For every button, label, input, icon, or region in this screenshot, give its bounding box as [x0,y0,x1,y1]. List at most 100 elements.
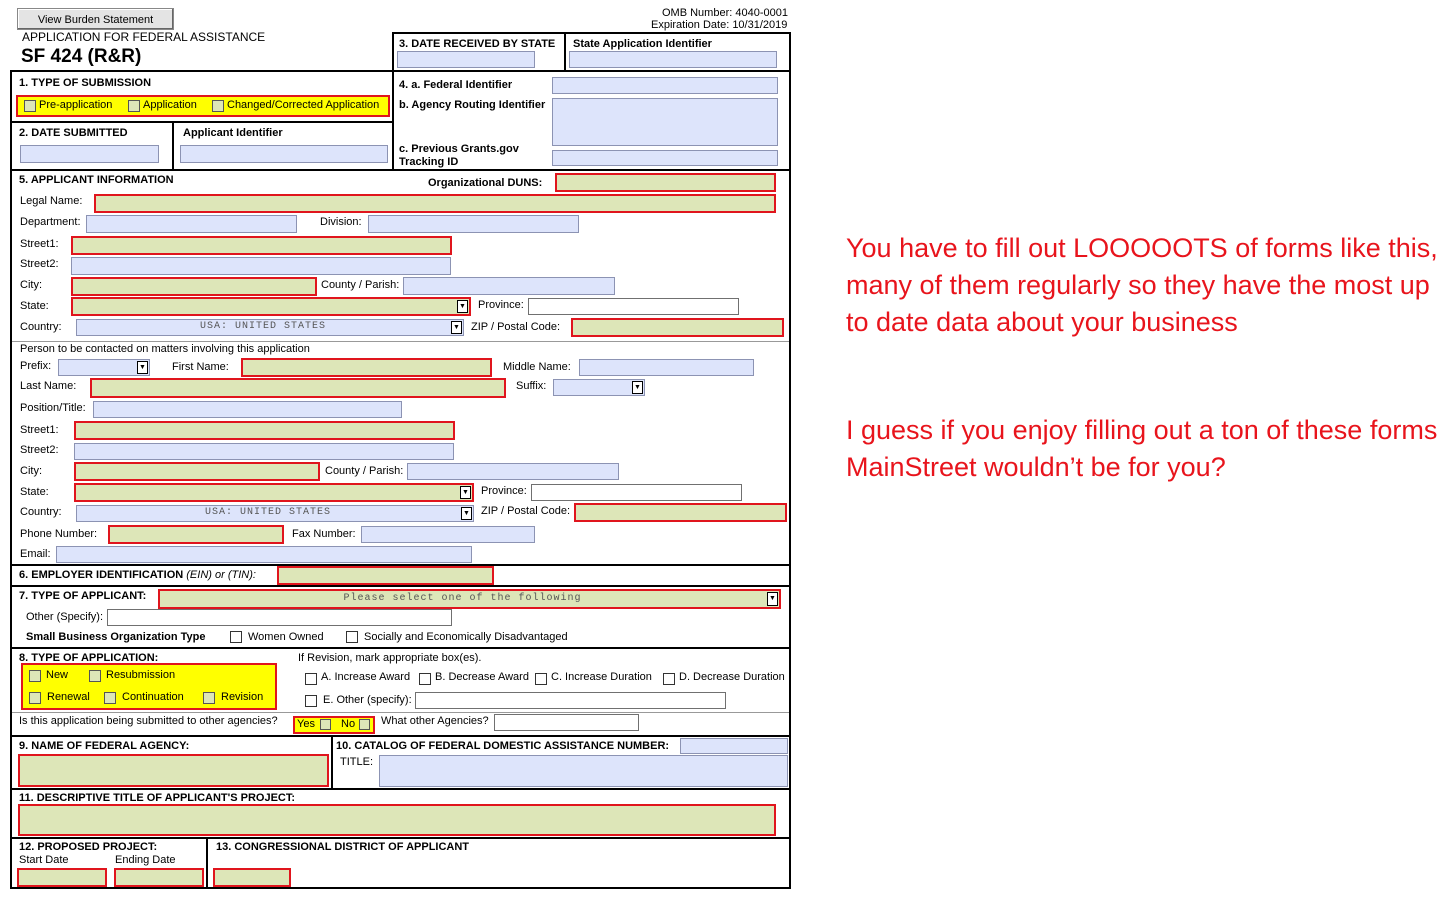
contact-county-field[interactable] [407,463,619,480]
country-dropdown-arrow-icon[interactable]: ▼ [451,321,462,334]
type-of-applicant-select[interactable]: Please select one of the following ▼ [158,589,781,609]
revision-label: Revision [221,691,264,703]
new-checkbox[interactable] [29,670,41,682]
email-field[interactable] [56,546,472,563]
contact-country-select[interactable]: USA: UNITED STATES ▼ [76,505,474,522]
prefix-select[interactable]: ▼ [58,359,150,376]
applicant-information-label: 5. APPLICANT INFORMATION [19,174,174,186]
decrease-award-checkbox[interactable] [419,673,431,685]
city-field[interactable] [71,277,317,296]
street1-label: Street1: [20,238,59,250]
ending-date-field[interactable] [114,868,204,887]
federal-identifier-label: 4. a. Federal Identifier [399,79,513,91]
other-revision-field[interactable] [415,692,726,709]
phone-number-field[interactable] [108,525,284,544]
increase-duration-checkbox[interactable] [535,673,547,685]
increase-award-checkbox[interactable] [305,673,317,685]
contact-state-dropdown-arrow-icon[interactable]: ▼ [460,486,471,499]
contact-county-label: County / Parish: [325,465,404,477]
contact-heading: Person to be contacted on matters involv… [20,343,310,355]
start-date-field[interactable] [17,868,107,887]
suffix-dropdown-arrow-icon[interactable]: ▼ [632,381,643,394]
applicant-identifier-field[interactable] [180,145,388,163]
suffix-select[interactable]: ▼ [553,379,645,396]
fax-number-field[interactable] [361,526,535,543]
contact-province-field[interactable] [531,484,742,501]
state-dropdown-arrow-icon[interactable]: ▼ [457,300,468,313]
federal-identifier-field[interactable] [552,77,778,94]
contact-city-label: City: [20,465,42,477]
ein-field[interactable] [277,566,494,585]
applicant-identifier-label: Applicant Identifier [183,127,283,139]
application-checkbox[interactable] [128,100,140,112]
start-date-label: Start Date [19,854,69,866]
city-label: City: [20,279,42,291]
contact-street1-field[interactable] [74,421,455,440]
application-title: APPLICATION FOR FEDERAL ASSISTANCE [22,30,266,44]
yes-radio[interactable] [320,719,331,730]
cfda-number-field[interactable] [680,738,788,754]
first-name-field[interactable] [241,358,492,377]
middle-name-field[interactable] [579,359,754,376]
contact-street2-label: Street2: [20,444,59,456]
state-label: State: [20,300,49,312]
zip-label: ZIP / Postal Code: [471,321,561,333]
county-field[interactable] [403,277,615,295]
prefix-dropdown-arrow-icon[interactable]: ▼ [137,361,148,374]
department-field[interactable] [86,215,297,233]
type-of-applicant-label: 7. TYPE OF APPLICANT: [19,590,147,602]
contact-state-select[interactable]: ▼ [74,483,474,502]
zip-field[interactable] [571,318,784,337]
contact-zip-field[interactable] [574,503,787,522]
no-radio[interactable] [359,719,370,730]
country-select[interactable]: USA: UNITED STATES ▼ [76,319,464,336]
last-name-field[interactable] [90,378,506,398]
other-agencies-question: Is this application being submitted to o… [19,715,278,727]
new-label: New [46,669,69,681]
type-of-applicant-dropdown-arrow-icon[interactable]: ▼ [767,592,778,606]
disadvantaged-checkbox[interactable] [346,631,358,643]
last-name-label: Last Name: [20,380,77,392]
street1-field[interactable] [71,236,452,255]
federal-agency-field[interactable] [18,754,329,787]
women-owned-checkbox[interactable] [230,631,242,643]
pre-application-checkbox[interactable] [24,100,36,112]
contact-country-dropdown-arrow-icon[interactable]: ▼ [461,507,472,520]
division-field[interactable] [368,215,579,233]
street2-field[interactable] [71,257,451,275]
type-of-applicant-placeholder: Please select one of the following [343,593,582,604]
what-other-agencies-field[interactable] [494,714,639,731]
state-application-identifier-label: State Application Identifier [573,38,712,50]
cfda-number-label: 10. CATALOG OF FEDERAL DOMESTIC ASSISTAN… [336,740,670,752]
duns-field[interactable] [555,173,776,192]
resubmission-checkbox[interactable] [89,670,101,682]
decrease-award-label: B. Decrease Award [435,671,529,683]
other-specify-field[interactable] [107,609,452,626]
decrease-duration-checkbox[interactable] [663,673,675,685]
province-field[interactable] [528,298,739,315]
cfda-title-field[interactable] [379,755,788,787]
phone-number-label: Phone Number: [20,528,98,540]
contact-street2-field[interactable] [74,443,454,460]
agency-routing-field[interactable] [552,98,778,146]
street2-label: Street2: [20,258,59,270]
view-burden-statement-button[interactable]: View Burden Statement [17,8,174,30]
previous-grants-label-1: c. Previous Grants.gov [399,143,519,155]
state-application-identifier-field[interactable] [569,51,777,68]
date-submitted-field[interactable] [20,145,159,163]
other-revision-checkbox[interactable] [305,695,317,707]
project-title-field[interactable] [18,804,776,836]
position-title-field[interactable] [93,401,402,418]
yes-label: Yes [297,718,315,730]
previous-grants-field[interactable] [552,150,778,166]
state-select[interactable]: ▼ [71,297,471,316]
continuation-checkbox[interactable] [104,692,116,704]
congressional-district-field[interactable] [213,868,291,887]
contact-city-field[interactable] [74,462,320,481]
date-received-by-state-field[interactable] [397,51,535,68]
increase-award-label: A. Increase Award [321,671,411,683]
revision-checkbox[interactable] [203,692,215,704]
changed-corrected-checkbox[interactable] [212,100,224,112]
legal-name-field[interactable] [94,194,776,213]
renewal-checkbox[interactable] [29,692,41,704]
